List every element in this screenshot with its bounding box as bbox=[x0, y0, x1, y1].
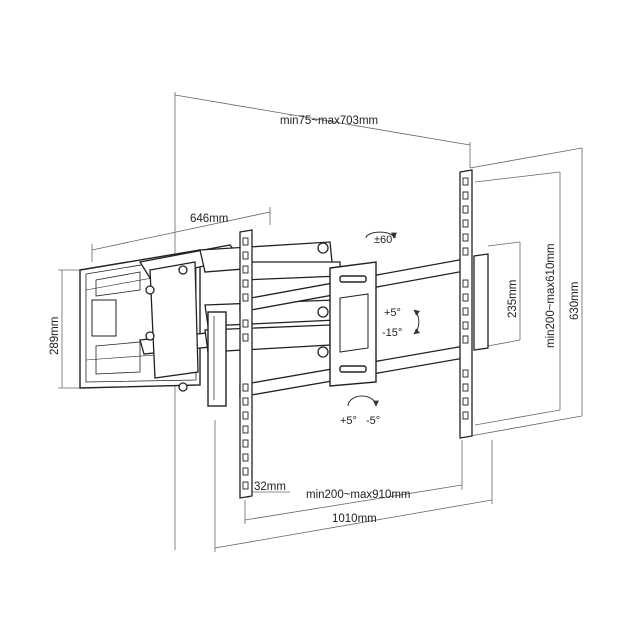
vesa-horizontal-label: min200~max910mm bbox=[306, 489, 411, 501]
level-negative-label: -5° bbox=[366, 415, 380, 427]
right-vertical-arm bbox=[459, 169, 489, 439]
wall-plate-height-label: 289mm bbox=[49, 317, 61, 355]
tilt-up-label: +5° bbox=[384, 307, 401, 319]
center-mount-plate bbox=[329, 261, 377, 387]
left-vertical-arm bbox=[239, 229, 253, 499]
arm-length-label: 646mm bbox=[190, 213, 228, 225]
arm-width-label: 32mm bbox=[254, 481, 286, 493]
tilt-down-label: -15° bbox=[382, 327, 402, 339]
swivel-bar bbox=[207, 311, 227, 407]
slot-height-label: 235mm bbox=[507, 280, 519, 318]
vesa-vertical-label: min200~max610mm bbox=[545, 243, 557, 348]
swivel-angle-label: ±60° bbox=[374, 234, 397, 246]
depth-range-label: min75~max703mm bbox=[280, 115, 378, 127]
overall-height-label: 630mm bbox=[569, 282, 581, 320]
rotation-arrows bbox=[347, 231, 421, 407]
dimension-lines bbox=[58, 92, 583, 552]
overall-width-label: 1010mm bbox=[332, 513, 377, 525]
articulating-arms bbox=[138, 241, 341, 392]
level-positive-label: +5° bbox=[340, 415, 357, 427]
